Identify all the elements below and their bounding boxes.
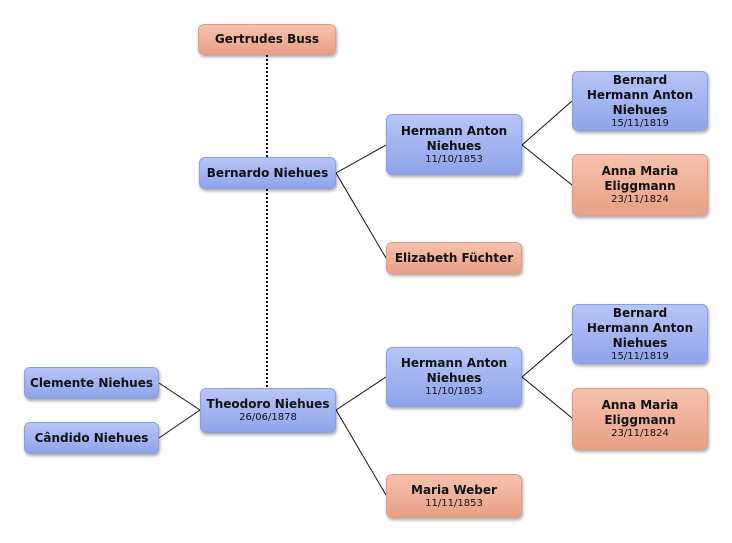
person-elizabeth-fuchter[interactable]: Elizabeth Füchter <box>386 242 522 274</box>
person-name: Theodoro Niehues <box>206 397 330 411</box>
person-theodoro-niehues[interactable]: Theodoro Niehues 26/06/1878 <box>200 388 336 433</box>
person-date: 11/10/1853 <box>425 386 483 397</box>
person-name: Bernard Hermann Anton Niehues <box>586 305 694 350</box>
person-date: 23/11/1824 <box>611 194 669 205</box>
connector-hermann-anna <box>521 144 573 186</box>
person-bernard-hermann-anton-niehues-1[interactable]: Bernard Hermann Anton Niehues 15/11/1819 <box>572 71 708 131</box>
person-anna-maria-eliggmann-2[interactable]: Anna Maria Eliggmann 23/11/1824 <box>572 388 708 450</box>
person-name: Bernardo Niehues <box>206 165 329 180</box>
person-bernardo-niehues[interactable]: Bernardo Niehues <box>199 157 336 189</box>
connector-bernardo-elizabeth <box>335 172 387 259</box>
person-hermann-anton-niehues-1[interactable]: Hermann Anton Niehues 11/10/1853 <box>386 114 522 175</box>
person-gertrudes-buss[interactable]: Gertrudes Buss <box>198 24 336 55</box>
connector-candido-theodoro <box>158 409 201 439</box>
person-name: Hermann Anton Niehues <box>400 123 508 153</box>
person-hermann-anton-niehues-2[interactable]: Hermann Anton Niehues 11/10/1853 <box>386 347 522 407</box>
person-name: Hermann Anton Niehues <box>400 356 508 385</box>
person-name: Elizabeth Füchter <box>394 250 514 265</box>
connector-clemente-theodoro <box>158 382 201 411</box>
person-name: Gertrudes Buss <box>214 32 320 46</box>
connector-hermann-bernard <box>521 100 573 146</box>
connector-hermann2-anna2 <box>521 376 573 419</box>
connector-theodoro-maria <box>335 409 387 496</box>
connector-bernardo-hermann <box>335 144 387 174</box>
person-date: 23/11/1824 <box>611 428 669 439</box>
connector-hermann2-bernard2 <box>521 333 573 378</box>
person-anna-maria-eliggmann-1[interactable]: Anna Maria Eliggmann 23/11/1824 <box>572 154 708 216</box>
person-name: Clemente Niehues <box>30 375 153 390</box>
person-name: Maria Weber <box>411 482 497 497</box>
person-candido-niehues[interactable]: Cândido Niehues <box>24 422 159 454</box>
person-maria-weber[interactable]: Maria Weber 11/11/1853 <box>386 474 522 518</box>
person-name: Anna Maria Eliggmann <box>601 164 679 193</box>
person-date: 11/10/1853 <box>425 153 483 165</box>
person-date: 15/11/1819 <box>611 350 669 362</box>
person-name: Anna Maria Eliggmann <box>601 398 679 427</box>
person-date: 26/06/1878 <box>239 412 297 423</box>
person-bernard-hermann-anton-niehues-2[interactable]: Bernard Hermann Anton Niehues 15/11/1819 <box>572 304 708 364</box>
person-name: Cândido Niehues <box>34 430 149 445</box>
person-name: Bernard Hermann Anton Niehues <box>586 72 694 117</box>
person-date: 15/11/1819 <box>611 117 669 129</box>
connector-theodoro-hermann <box>335 376 387 411</box>
person-clemente-niehues[interactable]: Clemente Niehues <box>24 367 159 399</box>
person-date: 11/11/1853 <box>425 497 483 509</box>
